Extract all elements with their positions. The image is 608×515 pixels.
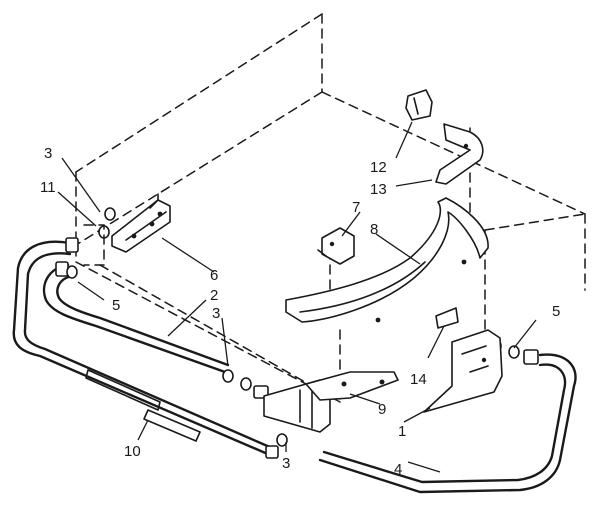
actuator [317,227,355,265]
callout-10: 10 [124,443,141,460]
callout-7: 7 [352,199,360,216]
valve-housing [263,371,399,433]
mounting-bracket [111,193,171,253]
cabinet-outline [75,13,586,403]
callout-12: 12 [370,159,387,176]
callout-5-left: 5 [112,297,120,314]
callout-1: 1 [398,423,406,440]
callout-9: 9 [378,401,386,418]
switch-upper [405,89,433,121]
callout-3-middle: 3 [212,305,220,322]
tube-upper [42,263,230,374]
callout-labels: 3 11 5 6 2 3 7 8 12 13 14 5 9 1 4 10 3 [40,145,560,478]
fittings-left [55,207,116,279]
water-line-left [12,240,274,457]
callout-11: 11 [40,179,56,196]
cover-upper [435,123,484,185]
callout-13: 13 [370,181,387,198]
dispenser-arch [285,197,489,323]
leader-lines [57,121,537,473]
callout-14: 14 [410,371,427,388]
callout-6: 6 [210,267,218,284]
fittings-center [222,369,288,459]
callout-3-upper: 3 [44,145,52,162]
callout-5-right: 5 [552,303,560,320]
water-line-right [318,339,577,494]
callout-4: 4 [394,461,402,478]
callout-8: 8 [370,221,378,238]
callout-3-lower: 3 [282,455,290,472]
housing-lower-right [423,307,503,413]
callout-2: 2 [210,287,218,304]
